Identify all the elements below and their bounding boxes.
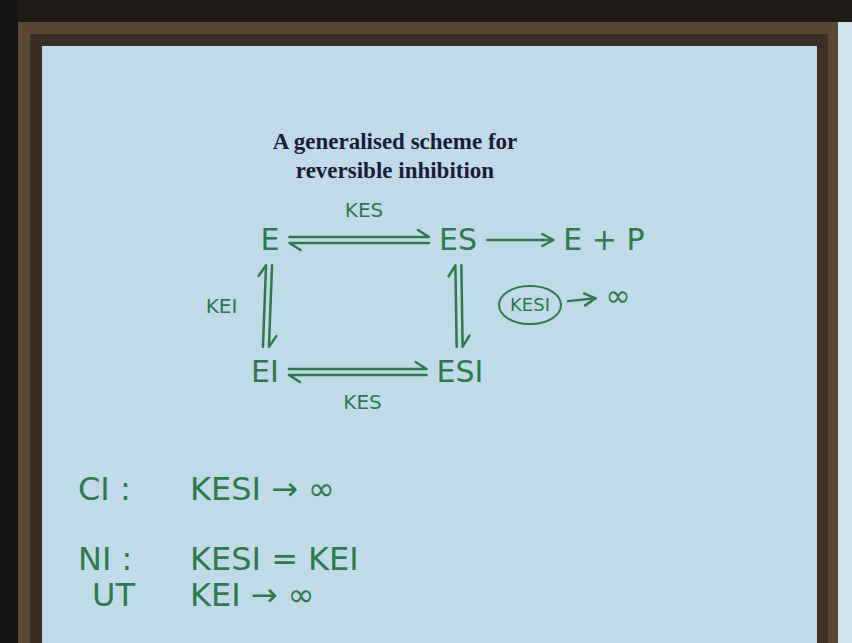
circled-constant: KESI	[498, 285, 562, 326]
equilibrium-arrow	[449, 265, 470, 347]
species-text: KESI	[510, 295, 550, 316]
equilibrium-arrow	[259, 265, 277, 347]
frame-inner-edge	[30, 34, 828, 643]
wood-frame	[18, 22, 838, 643]
inhibition-condition: NI :	[78, 540, 132, 578]
rate-constant: KEI	[206, 294, 238, 318]
species-node: ∞	[602, 277, 635, 316]
inhibition-condition: KESI → ∞	[190, 470, 335, 508]
species-text: EI	[251, 355, 279, 390]
board-surface	[42, 46, 817, 643]
left-strip	[0, 0, 18, 643]
arrow-stroke	[461, 265, 469, 347]
arrow-stroke	[269, 265, 276, 347]
right-margin	[838, 22, 852, 643]
species-node: E + P	[559, 221, 648, 260]
arrow-stroke	[259, 265, 266, 347]
inhibition-condition: UT	[92, 576, 135, 614]
arrow-stroke	[289, 375, 427, 382]
arrow-stroke	[487, 239, 553, 242]
species-text: E + P	[563, 223, 644, 258]
species-text: ESI	[437, 355, 484, 390]
species-text: ES	[439, 223, 477, 258]
reaction-arrow	[568, 293, 596, 305]
species-node: ES	[435, 221, 481, 260]
arrow-stroke	[542, 234, 553, 246]
equilibrium-arrow	[289, 230, 429, 250]
species-text: E	[261, 223, 280, 258]
equilibrium-arrow	[289, 362, 427, 382]
slide-title: A generalised scheme for reversible inhi…	[245, 128, 545, 186]
reaction-arrow	[487, 234, 553, 246]
species-node: ESI	[433, 353, 488, 392]
arrow-stroke	[584, 293, 596, 305]
top-strip	[0, 0, 852, 22]
inhibition-condition: KEI → ∞	[190, 576, 314, 614]
arrow-stroke	[449, 265, 457, 347]
rate-constant: KES	[345, 198, 383, 222]
arrow-stroke	[289, 362, 427, 369]
inhibition-condition: CI :	[78, 470, 131, 508]
rate-constant: KES	[343, 390, 381, 414]
species-text: ∞	[606, 279, 631, 314]
inhibition-condition: KESI = KEI	[190, 540, 359, 578]
species-node: E	[257, 221, 284, 260]
arrow-stroke	[289, 243, 429, 250]
species-node: EI	[247, 353, 283, 392]
arrow-stroke	[289, 230, 429, 237]
